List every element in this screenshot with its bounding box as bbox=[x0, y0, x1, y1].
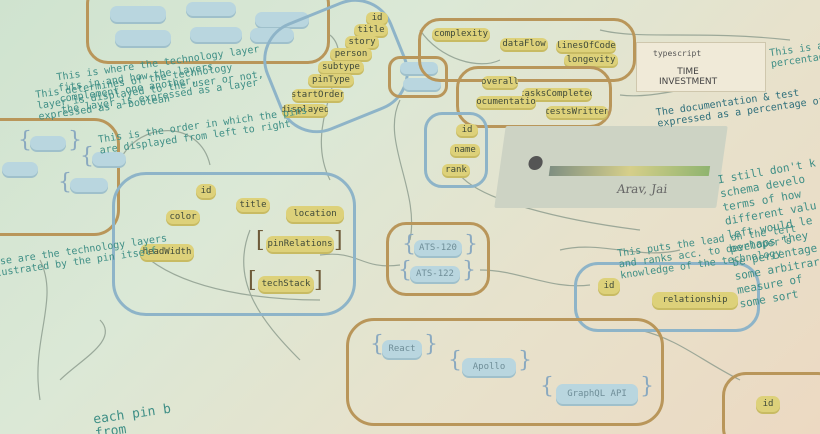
bracket-open-icon: { bbox=[370, 332, 384, 357]
group-bottom-right bbox=[722, 372, 820, 434]
field-pin-6[interactable]: techStack bbox=[258, 276, 314, 292]
field-pill[interactable] bbox=[2, 162, 38, 176]
field-pin-5[interactable]: pinRelations bbox=[266, 236, 334, 252]
field-top-4[interactable]: subtype bbox=[318, 61, 364, 73]
field-top-5[interactable]: pinType bbox=[308, 74, 354, 86]
field-pin-3[interactable]: color bbox=[166, 210, 200, 224]
field-pin-1[interactable]: title bbox=[236, 198, 270, 212]
bracket-open-icon: { bbox=[398, 258, 412, 283]
bracket-close-icon: } bbox=[424, 332, 438, 357]
tech-stack-0[interactable]: React bbox=[382, 340, 422, 358]
tech-stack-1[interactable]: Apollo bbox=[462, 358, 516, 376]
field-pill[interactable] bbox=[186, 2, 236, 16]
group-pin-relations bbox=[386, 222, 490, 296]
photo-caption: Arav, Jai bbox=[615, 182, 669, 196]
group-rank bbox=[424, 112, 488, 188]
time-card-subtitle: typescript bbox=[653, 49, 702, 58]
bracket-open-icon: { bbox=[18, 128, 32, 153]
field-pill[interactable] bbox=[30, 136, 66, 150]
field-meta-2[interactable]: linesOfCode bbox=[556, 40, 616, 52]
bracket-open-icon: [ bbox=[248, 268, 257, 293]
field-pill[interactable] bbox=[190, 27, 242, 42]
id-a-0[interactable]: ATS-120 bbox=[414, 240, 462, 256]
photo-card: Arav, Jai bbox=[494, 126, 728, 208]
bracket-close-icon: } bbox=[518, 348, 532, 373]
bracket-close-icon: } bbox=[640, 374, 654, 399]
group-meta bbox=[418, 18, 636, 82]
field-pill[interactable] bbox=[403, 78, 441, 90]
field-top-6[interactable]: startOrder bbox=[292, 89, 344, 101]
field-investment-0[interactable]: overall bbox=[482, 76, 518, 88]
field-rank-1[interactable]: name bbox=[450, 144, 480, 156]
bracket-close-icon: ] bbox=[314, 268, 323, 293]
group-top-left bbox=[86, 0, 330, 64]
field-pill[interactable] bbox=[250, 28, 294, 42]
field-relation-1[interactable]: relationship bbox=[652, 292, 738, 308]
bracket-close-icon: } bbox=[462, 258, 476, 283]
field-pin-0[interactable]: id bbox=[196, 184, 216, 198]
field-top-0[interactable]: id bbox=[366, 12, 388, 24]
bracket-open-icon: { bbox=[540, 374, 554, 399]
group-tech-stack bbox=[346, 318, 664, 426]
field-meta-3[interactable]: longevity bbox=[564, 54, 618, 66]
photo-strip bbox=[548, 166, 711, 176]
bracket-close-icon: ] bbox=[334, 228, 343, 253]
field-pill[interactable] bbox=[92, 152, 126, 166]
field-top-3[interactable]: person bbox=[330, 48, 372, 60]
photo-marker bbox=[527, 156, 544, 170]
bracket-open-icon: { bbox=[402, 232, 416, 257]
field-pin-2[interactable]: location bbox=[286, 206, 344, 222]
bracket-close-icon: } bbox=[68, 128, 82, 153]
field-rank-2[interactable]: rank bbox=[442, 164, 470, 176]
bracket-open-icon: { bbox=[448, 348, 462, 373]
field-top-7[interactable]: displayed bbox=[282, 104, 328, 116]
time-investment-card: typescript TIME INVESTMENT bbox=[636, 42, 766, 92]
field-investment-2[interactable]: documentation bbox=[476, 96, 536, 108]
field-meta-0[interactable]: complexity bbox=[432, 28, 490, 40]
field-meta-1[interactable]: dataFlow bbox=[500, 38, 548, 50]
group-relation bbox=[574, 262, 760, 332]
field-pin-4[interactable]: headWidth bbox=[140, 244, 194, 260]
field-top-2[interactable]: story bbox=[345, 36, 379, 48]
field-pill[interactable] bbox=[110, 6, 166, 22]
id-a-1[interactable]: ATS-122 bbox=[410, 266, 460, 282]
time-card-title: TIME INVESTMENT bbox=[659, 67, 718, 87]
field-pill[interactable] bbox=[70, 178, 108, 192]
field-investment-1[interactable]: tasksCompleted bbox=[522, 88, 592, 100]
group-pin bbox=[112, 172, 356, 316]
field-investment-3[interactable]: testsWritten bbox=[546, 106, 608, 118]
field-rank-0[interactable]: id bbox=[456, 124, 478, 136]
field-pill[interactable] bbox=[255, 12, 309, 27]
field-pill[interactable] bbox=[115, 30, 171, 46]
group-tech-ids-left bbox=[0, 118, 120, 236]
field-small-id[interactable]: id bbox=[756, 396, 780, 412]
field-relation-0[interactable]: id bbox=[598, 278, 620, 294]
bracket-open-icon: { bbox=[80, 144, 94, 169]
field-top-1[interactable]: title bbox=[354, 24, 388, 36]
tech-stack-2[interactable]: GraphQL API bbox=[556, 384, 638, 404]
bracket-open-icon: [ bbox=[256, 228, 265, 253]
bracket-close-icon: } bbox=[464, 232, 478, 257]
bracket-open-icon: { bbox=[58, 170, 72, 195]
